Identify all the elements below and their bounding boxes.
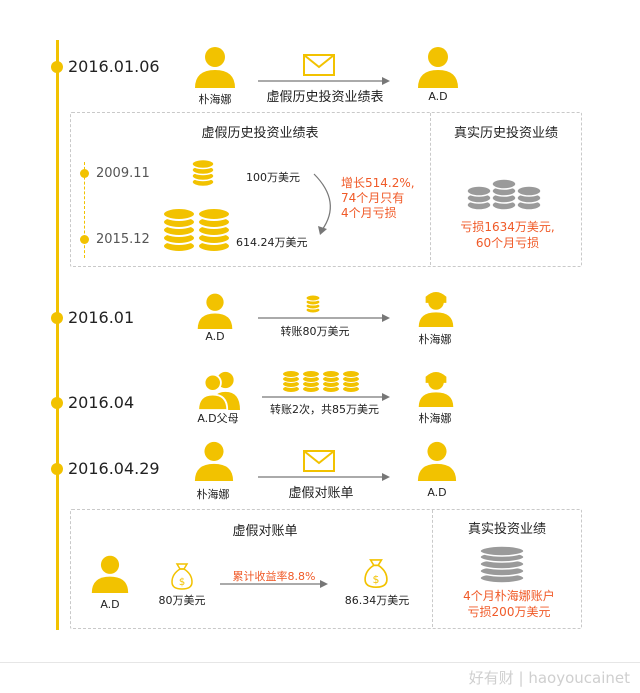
arrow: [220, 580, 328, 588]
box-divider: [432, 510, 433, 627]
arrow: [262, 393, 390, 401]
amount-start: 80万美元: [158, 594, 206, 607]
sub-date: 2015.12: [96, 232, 150, 247]
timeline-dot: [51, 61, 63, 73]
person-icon: [194, 441, 234, 481]
box-title: 真实投资业绩: [467, 522, 546, 537]
transfer-label: 转账2次，共85万美元: [270, 403, 379, 416]
box-title: 虚假历史投资业绩表: [201, 126, 319, 141]
person-icon: [91, 555, 129, 593]
sender-name: 朴海娜: [198, 93, 232, 106]
gray-coin-stack-icon: [479, 545, 525, 584]
person-icon: [418, 47, 458, 88]
arrow: [258, 473, 390, 481]
growth-note: 增长514.2%, 74个月只有 4个月亏损: [341, 176, 415, 220]
person-icon: [417, 441, 457, 481]
money-bag-icon: $: [171, 563, 193, 590]
coin-stack-icon: [191, 158, 215, 188]
transfer-label: 虚假历史投资业绩表: [266, 90, 384, 105]
box-title: 真实历史投资业绩: [453, 126, 558, 141]
parents-icon: [197, 371, 240, 411]
watermark: 好有财 | haoyoucainet: [468, 669, 630, 687]
coin-stack-icon: [305, 294, 321, 314]
receiver-name: 朴海娜: [418, 412, 452, 425]
real-result-note: 亏损1634万美元, 60个月亏损: [460, 220, 555, 250]
coin-stacks-icon: [282, 370, 360, 393]
person-icon: [418, 372, 454, 407]
arrow: [258, 314, 390, 322]
svg-text:$: $: [373, 573, 380, 586]
investor-name: A.D: [100, 598, 120, 611]
sub-date: 2009.11: [96, 166, 150, 181]
envelope-icon: [303, 54, 335, 76]
receiver-name: A.D: [427, 486, 447, 499]
event-date: 2016.04.29: [68, 459, 160, 478]
timeline-dot: [51, 397, 63, 409]
timeline-dot: [51, 312, 63, 324]
coin-stack-large-icon: [162, 207, 231, 253]
fake-history-box: [70, 112, 582, 267]
sender-name: 朴海娜: [196, 488, 230, 501]
transfer-label: 虚假对账单: [288, 486, 354, 501]
person-icon: [197, 293, 233, 329]
curved-arrow: [313, 173, 331, 235]
real-result-note: 4个月朴海娜账户 亏损200万美元: [463, 589, 555, 619]
event-date: 2016.04: [68, 393, 135, 412]
amount-end: 614.24万美元: [236, 236, 308, 249]
footer-divider: [0, 662, 640, 663]
fake-statement-box: [70, 509, 582, 629]
timeline-dot: [51, 463, 63, 475]
envelope-icon: [303, 450, 335, 472]
sub-timeline-dot: [80, 235, 89, 244]
person-icon: [418, 292, 454, 327]
svg-text:$: $: [179, 577, 185, 588]
event-date: 2016.01.06: [68, 57, 160, 76]
box-divider: [430, 113, 431, 265]
event-date: 2016.01: [68, 308, 135, 327]
sub-timeline: [84, 162, 85, 258]
receiver-name: 朴海娜: [418, 333, 452, 346]
transfer-label: 转账80万美元: [280, 325, 350, 338]
sub-timeline-dot: [80, 169, 89, 178]
receiver-name: A.D: [428, 90, 448, 103]
sender-name: A.D父母: [197, 412, 239, 425]
money-bag-icon: $: [364, 559, 388, 589]
box-title: 虚假对账单: [232, 524, 298, 539]
return-rate: 累计收益率8.8%: [232, 570, 316, 583]
person-icon: [195, 47, 235, 88]
timeline-line: [56, 40, 59, 630]
amount-start: 100万美元: [246, 171, 300, 184]
amount-end: 86.34万美元: [344, 594, 410, 607]
sender-name: A.D: [205, 330, 225, 343]
gray-coin-stack-icon: [466, 178, 542, 211]
arrow: [258, 77, 390, 85]
